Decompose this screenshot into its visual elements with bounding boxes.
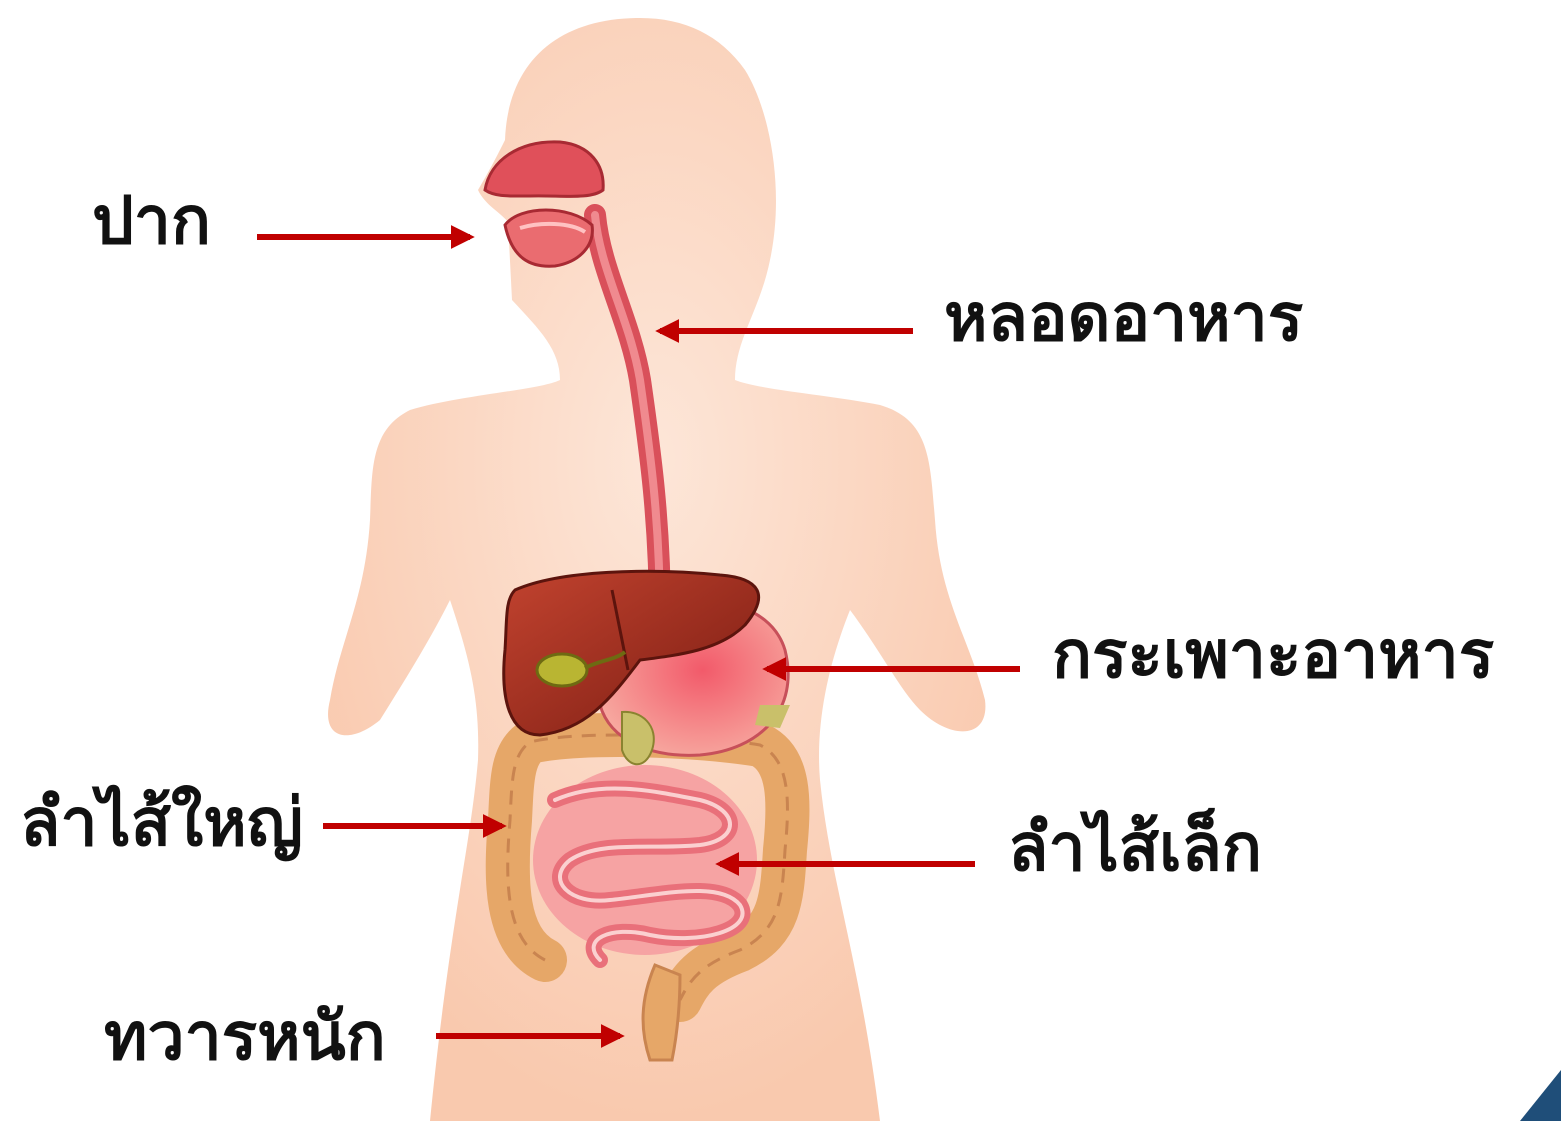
label-esophagus: หลอดอาหาร — [944, 285, 1303, 351]
label-mouth: ปาก — [92, 188, 211, 254]
rectum — [643, 965, 680, 1060]
label-stomach: กระเพาะอาหาร — [1052, 622, 1494, 688]
label-anus: ทวารหนัก — [104, 1004, 386, 1070]
label-large-intestine: ลำไส้ใหญ่ — [20, 790, 303, 856]
corner-decoration — [1520, 1070, 1561, 1121]
label-small-intestine: ลำไส้เล็ก — [1008, 815, 1262, 881]
